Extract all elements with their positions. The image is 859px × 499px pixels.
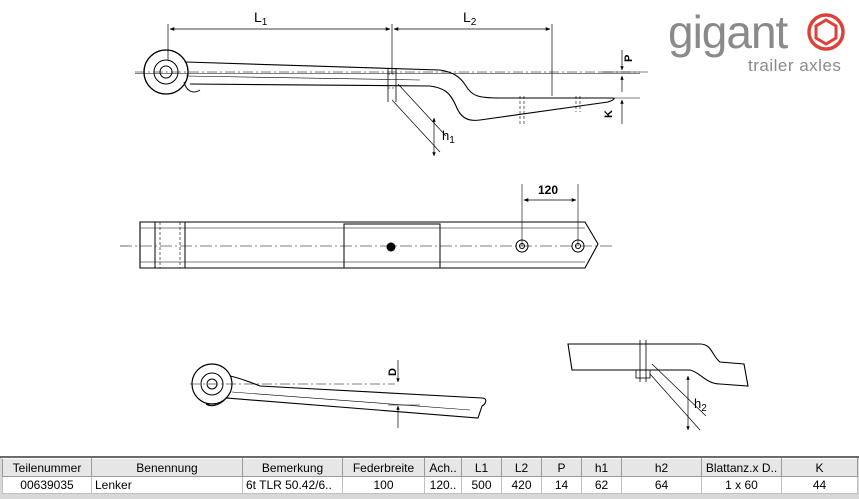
col-header[interactable]: L2 [501, 458, 542, 477]
cell-axle: 120.. [424, 476, 462, 494]
label-d: D [387, 368, 399, 376]
cell-h1: 62 [581, 476, 622, 494]
col-header[interactable]: P [541, 458, 582, 477]
col-header[interactable]: Ach.. [424, 458, 462, 477]
label-p: P [623, 55, 635, 62]
col-header[interactable]: L1 [461, 458, 502, 477]
hex-nut-icon [807, 13, 845, 51]
cell-name: Lenker [91, 476, 243, 494]
parts-table-container: Teilenummer Benennung Bemerkung Federbre… [0, 456, 859, 499]
col-header[interactable]: Blattanz.x D.. [701, 458, 782, 477]
cell-p: 14 [541, 476, 582, 494]
col-header[interactable]: Federbreite [342, 458, 425, 477]
svg-text:h1: h1 [442, 128, 455, 146]
col-header[interactable]: h1 [581, 458, 622, 477]
logo-tagline: trailer axles [748, 56, 842, 75]
label-l1-sub: 1 [262, 17, 268, 28]
col-header[interactable]: Teilenummer [2, 458, 92, 477]
label-h2: h [694, 396, 701, 411]
label-l2: L [463, 9, 471, 25]
svg-text:L1: L1 [254, 9, 268, 28]
logo-word: gigant [668, 6, 788, 58]
col-header[interactable]: Bemerkung [242, 458, 343, 477]
cell-h2: 64 [621, 476, 702, 494]
cell-l1: 500 [461, 476, 502, 494]
table-row[interactable]: 00639035 Lenker 6t TLR 50.42/6.. 100 120… [2, 476, 858, 494]
svg-text:h2: h2 [694, 396, 707, 414]
side-view-bottom-left [190, 360, 487, 428]
cell-leaf-count: 1 x 60 [701, 476, 782, 494]
label-120: 120 [538, 183, 558, 197]
plan-view [120, 184, 612, 269]
parts-table: Teilenummer Benennung Bemerkung Federbre… [2, 458, 858, 494]
col-header[interactable]: Benennung [91, 458, 243, 477]
gigant-logo: gigant trailer axles [662, 4, 856, 78]
spring-eye [143, 49, 189, 95]
label-h2-sub: 2 [701, 403, 707, 414]
side-view-top [135, 24, 648, 157]
cell-part-number: 00639035 [2, 476, 92, 494]
label-h1-sub: 1 [449, 135, 455, 146]
label-l2-sub: 2 [471, 17, 477, 28]
technical-drawing: L1 L2 P K h1 120 D h2 [120, 9, 749, 431]
cell-l2: 420 [501, 476, 542, 494]
table-header-row: Teilenummer Benennung Bemerkung Federbre… [2, 458, 858, 477]
svg-text:L2: L2 [463, 9, 477, 28]
col-header[interactable]: K [781, 458, 858, 477]
col-header[interactable]: h2 [621, 458, 702, 477]
cell-remark: 6t TLR 50.42/6.. [242, 476, 343, 494]
label-h1: h [442, 128, 449, 143]
label-k: K [603, 110, 615, 118]
side-view-bottom-right [567, 340, 749, 431]
spring-leaf [185, 61, 615, 121]
cell-spring-width: 100 [342, 476, 425, 494]
cell-k: 44 [781, 476, 858, 494]
label-l1: L [254, 9, 262, 25]
